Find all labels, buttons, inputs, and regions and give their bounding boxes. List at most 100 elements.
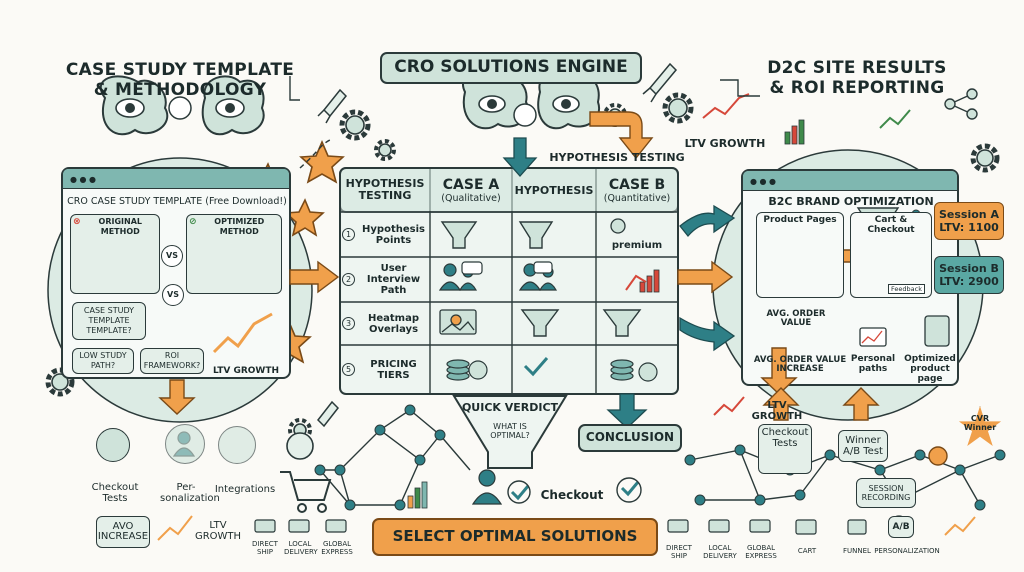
- cvr-winner-line1: CVR: [970, 414, 990, 423]
- direct-ship-label: DIRECT SHIP: [252, 540, 278, 556]
- center-ltv-growth: LTV GROWTH: [684, 137, 766, 150]
- th-hypothesis-testing: HYPOTHESIS TESTING: [345, 177, 425, 202]
- th-case-b-title: CASE B: [608, 176, 666, 193]
- personalization-label: Per-sonalization: [160, 482, 220, 504]
- right-local-delivery: LOCAL DELIVERY: [703, 544, 737, 560]
- avg-order-value-increase-label: AVG. ORDER VALUE INCREASE: [753, 355, 847, 374]
- right-heading-line1: D2C SITE RESULTS: [767, 58, 947, 78]
- product-pages-card: Product Pages: [756, 212, 844, 298]
- select-optimal-solutions-button[interactable]: SELECT OPTIMAL SOLUTIONS: [372, 518, 658, 556]
- row-1-premium: premium: [611, 240, 663, 251]
- checkout-tests-icon: [96, 428, 130, 462]
- session-b-line1: Session B: [939, 262, 999, 275]
- checkout-tests-card: Checkout Tests: [758, 424, 812, 474]
- cart-label: CART: [797, 547, 817, 555]
- left-window-titlebar: [63, 169, 289, 189]
- quick-verdict-funnel: [452, 395, 568, 469]
- rupee-coin: [286, 432, 314, 460]
- cart-checkout-label: Cart & Checkout: [867, 215, 915, 235]
- th-hypothesis: HYPOTHESIS: [514, 183, 594, 197]
- vs-badge: VS: [161, 245, 183, 267]
- th-case-a: CASE A (Qualitative): [432, 170, 510, 210]
- avg-order-value-label: AVG. ORDER VALUE: [766, 309, 826, 328]
- personalization-icon: [165, 424, 205, 464]
- check-icon: ⊘: [189, 217, 197, 227]
- chat-icons: [461, 261, 553, 275]
- personal-paths-label: Personal paths: [850, 354, 896, 374]
- th-case-a-sub: (Qualitative): [441, 192, 501, 204]
- table-row-3-label: 3 Heatmap Overlays: [342, 304, 428, 343]
- conclusion-box: CONCLUSION: [578, 424, 682, 452]
- funnel-label: FUNNEL: [843, 547, 871, 555]
- right-window-title: B2C BRAND OPTIMIZATION: [768, 195, 934, 208]
- session-b-box: Session B LTV: 2900: [934, 256, 1004, 294]
- right-heading: D2C SITE RESULTS & ROI REPORTING: [742, 58, 972, 98]
- window-dots: ● ● ●: [70, 175, 97, 184]
- right-heading-line2: & ROI REPORTING: [769, 78, 945, 98]
- checkout-tests-label: Checkout Tests: [91, 482, 139, 504]
- cvr-winner-line2: Winner: [963, 423, 997, 432]
- right-global-express: GLOBAL EXPRESS: [745, 544, 777, 560]
- session-a-box: Session A LTV: 1100: [934, 202, 1004, 240]
- left-window-title: CRO CASE STUDY TEMPLATE (Free Download!): [67, 196, 287, 207]
- share-icon: [944, 88, 978, 120]
- local-delivery-label: LOCAL DELIVERY: [284, 540, 318, 556]
- row-1-text: Hypothesis Points: [362, 223, 425, 246]
- row-3-text: Heatmap Overlays: [367, 312, 419, 335]
- cart-icon: [280, 471, 332, 513]
- left-heading-line1: CASE STUDY TEMPLATE: [65, 60, 295, 80]
- row-1-number: 1: [342, 228, 355, 241]
- network-graph-center: [318, 409, 471, 506]
- session-recording-box: SESSION RECORDING: [856, 478, 916, 508]
- th-case-a-title: CASE A: [442, 176, 500, 193]
- right-ltv-growth: LTV GROWTH: [751, 400, 803, 422]
- optimized-method-card: ⊘ OPTIMIZED METHOD: [186, 214, 282, 294]
- heatmap-icons: [439, 309, 477, 335]
- brain-eye-center: [462, 70, 601, 130]
- cart-checkout-card: Cart & Checkout: [850, 212, 932, 298]
- checkout-label: Checkout: [540, 488, 604, 502]
- funnel-icons: [440, 207, 900, 337]
- right-window-titlebar: [743, 171, 957, 191]
- cvr-winner-label: CVR Winner: [958, 414, 1002, 432]
- th-case-b-sub: (Quantitative): [603, 192, 671, 204]
- table-row-2-label: 2 User Interview Path: [342, 259, 428, 300]
- original-method-card: ⊗ ORIGINAL METHOD: [70, 214, 160, 294]
- optimized-product-page-label: Optimized product page: [904, 354, 956, 384]
- feedback-tag: Feedback: [888, 284, 925, 294]
- global-express-label: GLOBAL EXPRESS: [321, 540, 353, 556]
- optimized-method-label: OPTIMIZED METHOD: [214, 217, 265, 236]
- question-path: LOW STUDY PATH?: [72, 348, 134, 374]
- product-pages-label: Product Pages: [763, 215, 837, 225]
- teal-arrows: [502, 137, 736, 429]
- table-row-1-label: 1 Hypothesis Points: [342, 214, 428, 255]
- coin-icons: [446, 359, 658, 382]
- left-ltv-growth: LTV GROWTH: [212, 366, 280, 376]
- check-icons: [510, 357, 640, 501]
- network-nodes-center: [314, 404, 446, 511]
- avo-increase-box: AVO INCREASE: [96, 516, 150, 548]
- session-a-line2: LTV: 1100: [939, 221, 999, 234]
- x-icon: ⊗: [73, 217, 81, 227]
- center-heading: CRO SOLUTIONS ENGINE: [380, 52, 642, 84]
- winner-ab-card: Winner A/B Test: [838, 430, 888, 462]
- integrations-icon: [218, 426, 256, 464]
- session-a-line1: Session A: [939, 208, 999, 221]
- original-method-label: ORIGINAL METHOD: [98, 217, 142, 236]
- question-template: CASE STUDY TEMPLATE TEMPLATE?: [72, 302, 146, 340]
- what-is-optimal-label: WHAT IS OPTIMAL?: [490, 422, 530, 440]
- right-window-dots: ● ● ●: [750, 177, 777, 186]
- brain-eye-left: [99, 75, 265, 136]
- th-case-b: CASE B (Quantitative): [598, 170, 676, 210]
- right-direct-ship: DIRECT SHIP: [666, 544, 692, 560]
- session-b-line2: LTV: 2900: [939, 275, 999, 288]
- row-3-number: 3: [342, 317, 355, 330]
- left-heading: CASE STUDY TEMPLATE & METHODOLOGY: [60, 60, 300, 100]
- row-2-text: User Interview Path: [366, 263, 421, 296]
- hypothesis-testing-label: HYPOTHESIS TESTING: [549, 151, 685, 164]
- personalization-label-right: PERSONALIZATION: [874, 547, 940, 555]
- vs-badge-2: VS: [162, 284, 184, 306]
- question-roi: ROI FRAMEWORK?: [140, 348, 204, 374]
- quick-verdict-label: QUICK VERDICT: [461, 401, 559, 414]
